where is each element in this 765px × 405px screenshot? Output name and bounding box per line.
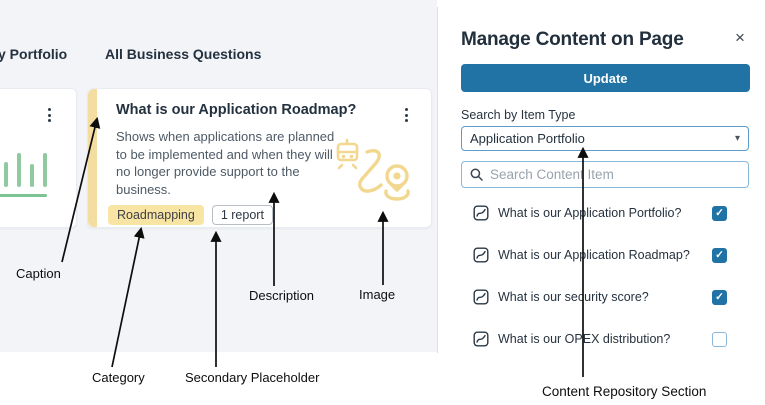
content-item-row: What is our security score? ✓ <box>473 288 727 306</box>
search-icon <box>470 168 483 181</box>
item-type-label: Search by Item Type <box>461 108 576 122</box>
bar-chart-baseline <box>0 194 47 197</box>
content-item-row: What is our Application Roadmap? ✓ <box>473 246 727 264</box>
roadmap-image-icon <box>331 135 423 216</box>
content-item-label: What is our Application Portfolio? <box>498 206 682 220</box>
report-item-icon <box>473 247 489 263</box>
kebab-menu-icon[interactable] <box>44 108 54 122</box>
bar-chart-icon <box>43 153 47 187</box>
category-badge: Roadmapping <box>108 205 204 225</box>
roadmap-question-card[interactable]: What is our Application Roadmap? Shows w… <box>87 88 432 228</box>
secondary-placeholder-badge: 1 report <box>211 205 273 225</box>
item-checkbox[interactable]: ✓ <box>712 247 727 263</box>
content-item-label: What is our OPEX distribution? <box>498 332 671 346</box>
close-icon[interactable]: × <box>735 28 745 47</box>
section-heading-all-business-questions: All Business Questions <box>105 46 262 62</box>
update-button[interactable]: Update <box>461 64 750 92</box>
section-heading-portfolio: y Portfolio <box>0 46 68 62</box>
item-type-dropdown[interactable]: Application Portfolio ▾ <box>461 126 749 151</box>
report-item-icon <box>473 331 489 347</box>
content-item-row: What is our Application Portfolio? ✓ <box>473 204 727 222</box>
kebab-menu-icon[interactable] <box>401 108 411 122</box>
report-item-icon <box>473 289 489 305</box>
content-search-field[interactable] <box>461 161 749 188</box>
annotation-secondary-placeholder: Secondary Placeholder <box>185 370 320 385</box>
content-item-label: What is our security score? <box>498 290 649 304</box>
category-color-stripe <box>88 89 97 227</box>
bar-chart-icon <box>30 164 34 187</box>
bar-chart-icon <box>17 153 21 187</box>
bar-chart-icon <box>4 162 8 187</box>
search-input[interactable] <box>490 167 740 182</box>
panel-left-border <box>437 7 438 353</box>
panel-title: Manage Content on Page <box>461 29 684 50</box>
item-type-value: Application Portfolio <box>470 131 585 146</box>
chevron-down-icon: ▾ <box>734 133 740 144</box>
item-checkbox[interactable]: ✓ <box>712 205 727 221</box>
item-checkbox[interactable]: ✓ <box>712 289 727 305</box>
content-item-label: What is our Application Roadmap? <box>498 248 690 262</box>
annotation-image: Image <box>359 287 396 302</box>
annotation-category: Category <box>92 370 145 385</box>
annotation-caption: Caption <box>16 266 61 281</box>
item-checkbox[interactable]: ✓ <box>712 331 727 347</box>
annotation-content-repository-section: Content Repository Section <box>542 384 707 399</box>
manage-content-panel: Manage Content on Page × Update Search b… <box>438 7 765 405</box>
card-caption: What is our Application Roadmap? <box>116 102 357 118</box>
card-description: Shows when applications are planned to b… <box>116 129 335 197</box>
content-item-row: What is our OPEX distribution? ✓ <box>473 330 727 348</box>
portfolio-card-partial[interactable] <box>0 88 77 228</box>
annotation-description: Description <box>249 288 315 303</box>
report-item-icon <box>473 205 489 221</box>
